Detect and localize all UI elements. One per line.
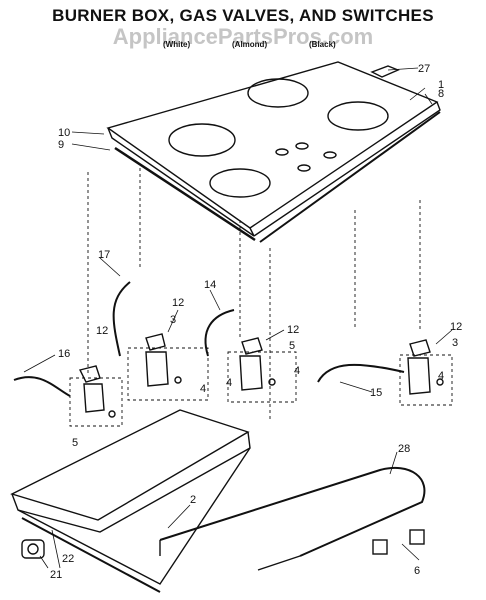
valve-group-center-left [112,281,209,401]
part-number-label: 10 [58,127,70,139]
part-number-label: 4 [294,365,300,377]
part-number-label: 12 [96,325,108,337]
burner-opening [247,78,309,108]
diagram-title: BURNER BOX, GAS VALVES, AND SWITCHES [52,6,434,25]
watermark: AppliancePartsPros.com [112,24,374,49]
part-number-label: 6 [414,565,420,577]
burner-opening [327,101,389,131]
part-number-label: 1 [438,79,444,91]
part-number-label: 4 [226,377,232,389]
part-number-label: 3 [170,314,176,326]
color-label-black: (Black) [309,40,336,49]
part-number-label: 16 [58,348,70,360]
part-number-label: 28 [398,443,410,455]
burner-opening [168,123,236,157]
part-number-label: 15 [370,387,382,399]
part-number-label: 8 [438,88,444,100]
part-number-label: 27 [418,63,430,75]
part-number-label: 4 [200,383,206,395]
part-number-label: 17 [98,249,110,261]
burner-opening [209,168,271,198]
part-number-label: 21 [50,569,62,581]
part-number-label: 3 [452,337,458,349]
part-number-label: 4 [438,370,444,382]
switch [21,539,45,559]
part-number-label: 9 [58,139,64,151]
part-number-label: 2 [190,494,196,506]
part-number-label: 5 [72,437,78,449]
valve-group-right [317,339,453,406]
part-number-label: 12 [287,324,299,336]
color-label-almond: (Almond) [232,40,268,49]
color-label-white: (White) [163,40,191,49]
valve-group-center-right [204,309,297,403]
part-number-label: 12 [172,297,184,309]
part-number-label: 12 [450,321,462,333]
valve-group-left [13,365,123,427]
part-number-label: 5 [289,340,295,352]
part-number-label: 22 [62,553,74,565]
part-number-label: 14 [204,279,216,291]
